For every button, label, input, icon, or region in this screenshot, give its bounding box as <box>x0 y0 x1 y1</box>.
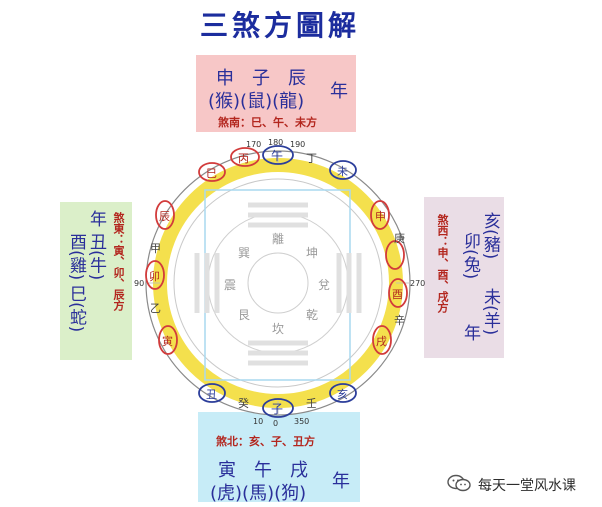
bottom-sha-direction: 煞北：亥、子、丑方 <box>216 435 315 448</box>
label-xin: 辛 <box>394 314 405 327</box>
bottom-animals: (虎)(馬)(狗) <box>210 483 307 504</box>
degree-tick: 350 <box>294 417 310 426</box>
label-wei: 未 <box>337 165 348 178</box>
label-ding: 丁 <box>306 152 317 165</box>
trigram-kan: 坎 <box>272 322 285 336</box>
right-col-1: 亥(豬) <box>480 212 500 260</box>
label-chou: 丑 <box>206 388 217 401</box>
right-group-panel <box>424 197 504 358</box>
label-yin: 寅 <box>162 335 173 348</box>
label-geng: 庚 <box>394 232 405 245</box>
label-zi: 子 <box>271 402 284 416</box>
trigram-kun: 坤 <box>306 246 319 260</box>
left-year: 年 <box>86 210 106 227</box>
right-col-3: 未(羊) <box>480 288 500 336</box>
degree-tick: 170 <box>246 140 262 149</box>
top-sha-direction: 煞南：巳、午、未方 <box>218 116 317 129</box>
label-yi: 乙 <box>150 302 161 315</box>
label-chen: 辰 <box>159 210 170 223</box>
label-jia: 甲 <box>150 242 161 255</box>
bottom-group-panel <box>198 412 360 502</box>
trigram-dui: 兌 <box>318 278 331 292</box>
wechat-icon <box>447 474 471 492</box>
right-year: 年 <box>460 324 480 341</box>
degree-tick: 0 <box>273 419 279 428</box>
label-hai: 亥 <box>337 388 348 401</box>
top-year: 年 <box>330 81 348 102</box>
right-col-2: 卯(兔) <box>460 232 480 280</box>
right-sha-direction: 煞西：申、酉、戌方 <box>436 214 449 313</box>
left-col-2: 酉(雞) <box>66 233 86 281</box>
label-bing: 丙 <box>238 152 249 165</box>
label-mao: 卯 <box>149 270 160 283</box>
page-title: 三煞方圖解 <box>199 9 360 42</box>
bottom-branches: 寅 午 戌 <box>218 460 308 481</box>
label-xu: 戌 <box>376 335 387 348</box>
trigram-gen: 艮 <box>238 308 251 322</box>
degree-tick: 270 <box>410 279 426 288</box>
top-animals: (猴)(鼠)(龍) <box>208 91 305 112</box>
degree-tick: 10 <box>253 417 264 426</box>
label-you: 酉 <box>392 288 403 301</box>
degree-tick: 90 <box>134 279 145 288</box>
label-ren: 壬 <box>306 397 317 410</box>
trigram-li: 離 <box>272 232 285 246</box>
bottom-year: 年 <box>332 471 350 492</box>
top-group-panel <box>196 55 356 132</box>
watermark-text: 每天一堂风水课 <box>478 478 576 494</box>
left-group-panel <box>60 202 132 360</box>
label-shen: 申 <box>375 210 386 223</box>
top-branches: 申 子 辰 <box>216 68 306 89</box>
left-sha-direction: 煞東：寅、卯、辰方 <box>112 212 125 311</box>
label-si: 巳 <box>206 167 217 180</box>
trigram-qian: 乾 <box>306 308 319 322</box>
left-col-1: 巳(蛇) <box>66 285 86 333</box>
label-gui: 癸 <box>238 397 249 410</box>
trigram-zhen: 震 <box>224 278 237 292</box>
left-col-3: 丑(牛) <box>86 233 106 281</box>
degree-tick: 180 <box>268 138 284 147</box>
label-wu: 午 <box>271 149 284 163</box>
degree-tick: 190 <box>290 140 306 149</box>
trigram-xun: 巽 <box>238 246 251 260</box>
watermark: 每天一堂风水课 <box>446 470 596 496</box>
